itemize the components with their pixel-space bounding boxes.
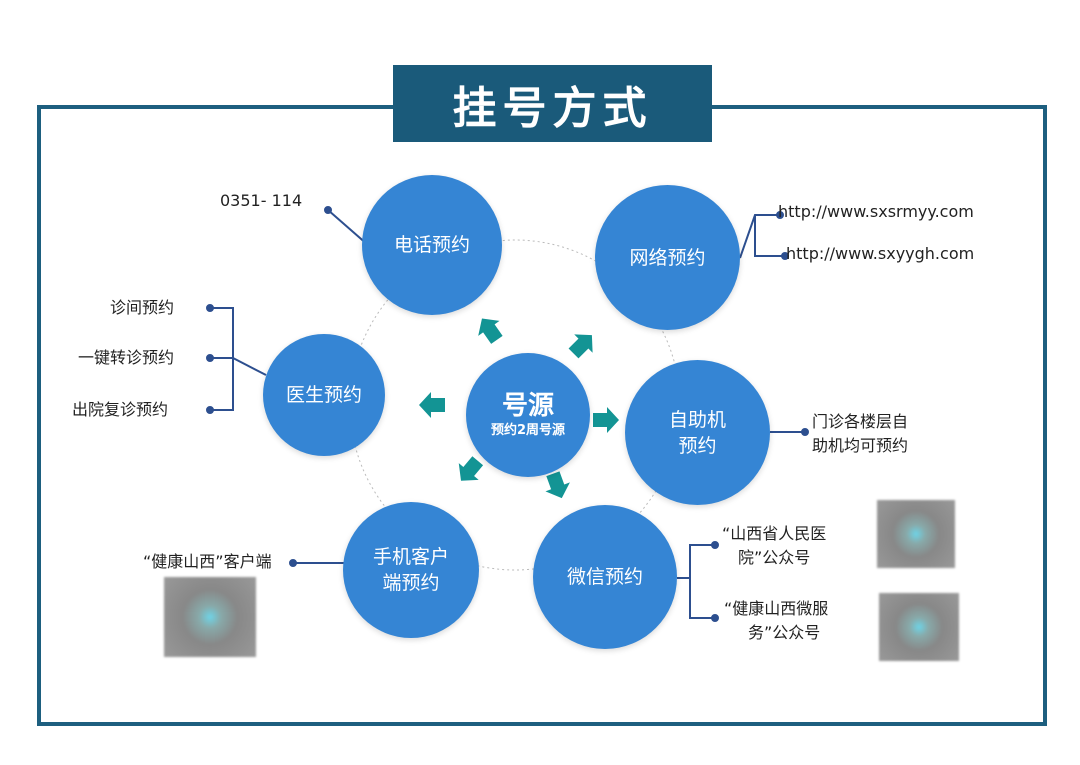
- arrow-right-icon: [593, 407, 619, 433]
- wechat-account: “山西省人民医院”公众号: [722, 522, 826, 570]
- center-subtitle: 预约2周号源: [490, 423, 566, 438]
- node-label: 手机客户: [372, 546, 449, 568]
- doctor-option: 诊间预约: [110, 298, 175, 317]
- node-label: 电话预约: [393, 234, 470, 256]
- note-line: 助机均可预约: [812, 436, 909, 455]
- kiosk-booking-node: 自助机预约: [625, 360, 770, 505]
- node-label: 预约: [678, 434, 717, 457]
- center-source-node: 号源 预约2周号源: [466, 353, 590, 477]
- note-line: “山西省人民医: [722, 524, 827, 543]
- url-link[interactable]: http://www.sxyygh.com: [786, 244, 975, 263]
- arrow-down-left-icon: [458, 456, 484, 481]
- wechat-account: “健康山西微服务”公众号: [724, 597, 828, 645]
- note-line: “健康山西微服: [724, 599, 829, 618]
- kiosk-note: 门诊各楼层自助机均可预约: [812, 410, 908, 458]
- wechat-booking-node: 微信预约: [533, 505, 677, 649]
- page-title: 挂号方式: [393, 65, 712, 142]
- web-booking-node: 网络预约: [595, 185, 740, 330]
- phone-number: 0351- 114: [220, 191, 303, 210]
- doctor-option: 出院复诊预约: [72, 400, 169, 419]
- note-line: 门诊各楼层自: [812, 412, 909, 431]
- node-label: 微信预约: [566, 566, 643, 588]
- phone-booking-node: 电话预约: [362, 175, 502, 315]
- qr-code-wechat-hospital: [877, 500, 955, 568]
- node-label: 医生预约: [285, 384, 362, 406]
- doctor-option: 一键转诊预约: [78, 348, 175, 367]
- node-label: 端预约: [382, 572, 440, 594]
- node-label: 网络预约: [629, 246, 706, 269]
- arrow-left-icon: [419, 392, 445, 418]
- arrow-up-left-icon: [478, 318, 503, 344]
- qr-code-app: [164, 577, 256, 657]
- arrow-up-right-icon: [568, 334, 593, 359]
- url-link[interactable]: http://www.sxsrmyy.com: [778, 202, 974, 221]
- phone-connector: [327, 209, 369, 246]
- arrow-down-right-icon: [545, 471, 570, 499]
- node-label: 自助机: [668, 408, 726, 431]
- app-booking-node: 手机客户端预约: [343, 502, 479, 638]
- wechat-connector: [689, 544, 715, 619]
- app-name: “健康山西”客户端: [143, 552, 272, 571]
- note-line: 院”公众号: [738, 548, 811, 567]
- qr-code-wechat-health: [879, 593, 959, 661]
- doctor-booking-node: 医生预约: [263, 334, 385, 456]
- web-connector: [739, 214, 780, 259]
- center-title: 号源: [501, 391, 554, 421]
- note-line: 务”公众号: [748, 623, 821, 642]
